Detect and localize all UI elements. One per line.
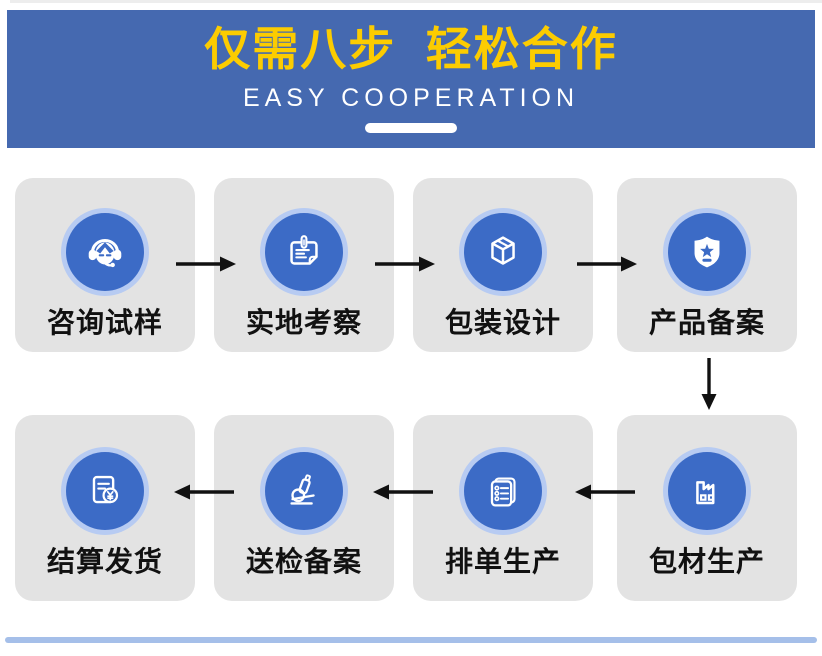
step-icon-badge (459, 208, 547, 296)
step-label: 包装设计 (444, 307, 561, 338)
step-label: 排单生产 (444, 546, 561, 577)
bottom-divider (5, 637, 817, 643)
step-label: 实地考察 (245, 307, 362, 338)
page-title: 仅需八步 轻松合作 (204, 22, 618, 75)
header-subtitle: EASY COOPERATION (242, 83, 580, 112)
package-box-icon (491, 236, 515, 265)
step-card-packaging-production: 包材生产 (617, 415, 797, 601)
shield-star-icon (694, 236, 720, 268)
step-card-package-design: 包装设计 (413, 178, 593, 352)
header-banner: 仅需八步 轻松合作 EASY COOPERATION (7, 10, 815, 148)
step-label: 结算发货 (46, 546, 163, 577)
step-label: 包材生产 (648, 546, 765, 577)
step-label: 送检备案 (245, 546, 362, 577)
step-card-product-filing: 产品备案 (617, 178, 797, 352)
top-divider (10, 0, 822, 3)
invoice-yuan-icon (92, 475, 119, 504)
factory-icon (696, 481, 715, 505)
step-icon-badge (663, 447, 751, 535)
arrow-right-icon (176, 256, 236, 272)
step-card-production-scheduling: 排单生产 (413, 415, 593, 601)
arrow-left-icon (373, 484, 433, 500)
arrow-left-icon (575, 484, 635, 500)
arrow-right-icon (577, 256, 637, 272)
site-survey-note-icon (290, 235, 318, 265)
arrow-down-icon (701, 358, 717, 410)
title-underline (365, 122, 457, 133)
step-label: 咨询试样 (46, 307, 163, 338)
customer-service-icon (88, 238, 122, 268)
microscope-icon (290, 474, 315, 505)
arrow-right-icon (375, 256, 435, 272)
step-icon-badge (61, 208, 149, 296)
step-card-site-survey: 实地考察 (214, 178, 394, 352)
step-icon-badge (260, 208, 348, 296)
step-label: 产品备案 (648, 307, 765, 338)
step-icon-badge (459, 447, 547, 535)
order-list-icon (490, 477, 516, 507)
step-card-inspection-filing: 送检备案 (214, 415, 394, 601)
arrow-left-icon (174, 484, 234, 500)
step-icon-badge (61, 447, 149, 535)
step-card-settle-ship: 结算发货 (15, 415, 195, 601)
step-icon-badge (260, 447, 348, 535)
step-icon-badge (663, 208, 751, 296)
step-card-consult-sample: 咨询试样 (15, 178, 195, 352)
